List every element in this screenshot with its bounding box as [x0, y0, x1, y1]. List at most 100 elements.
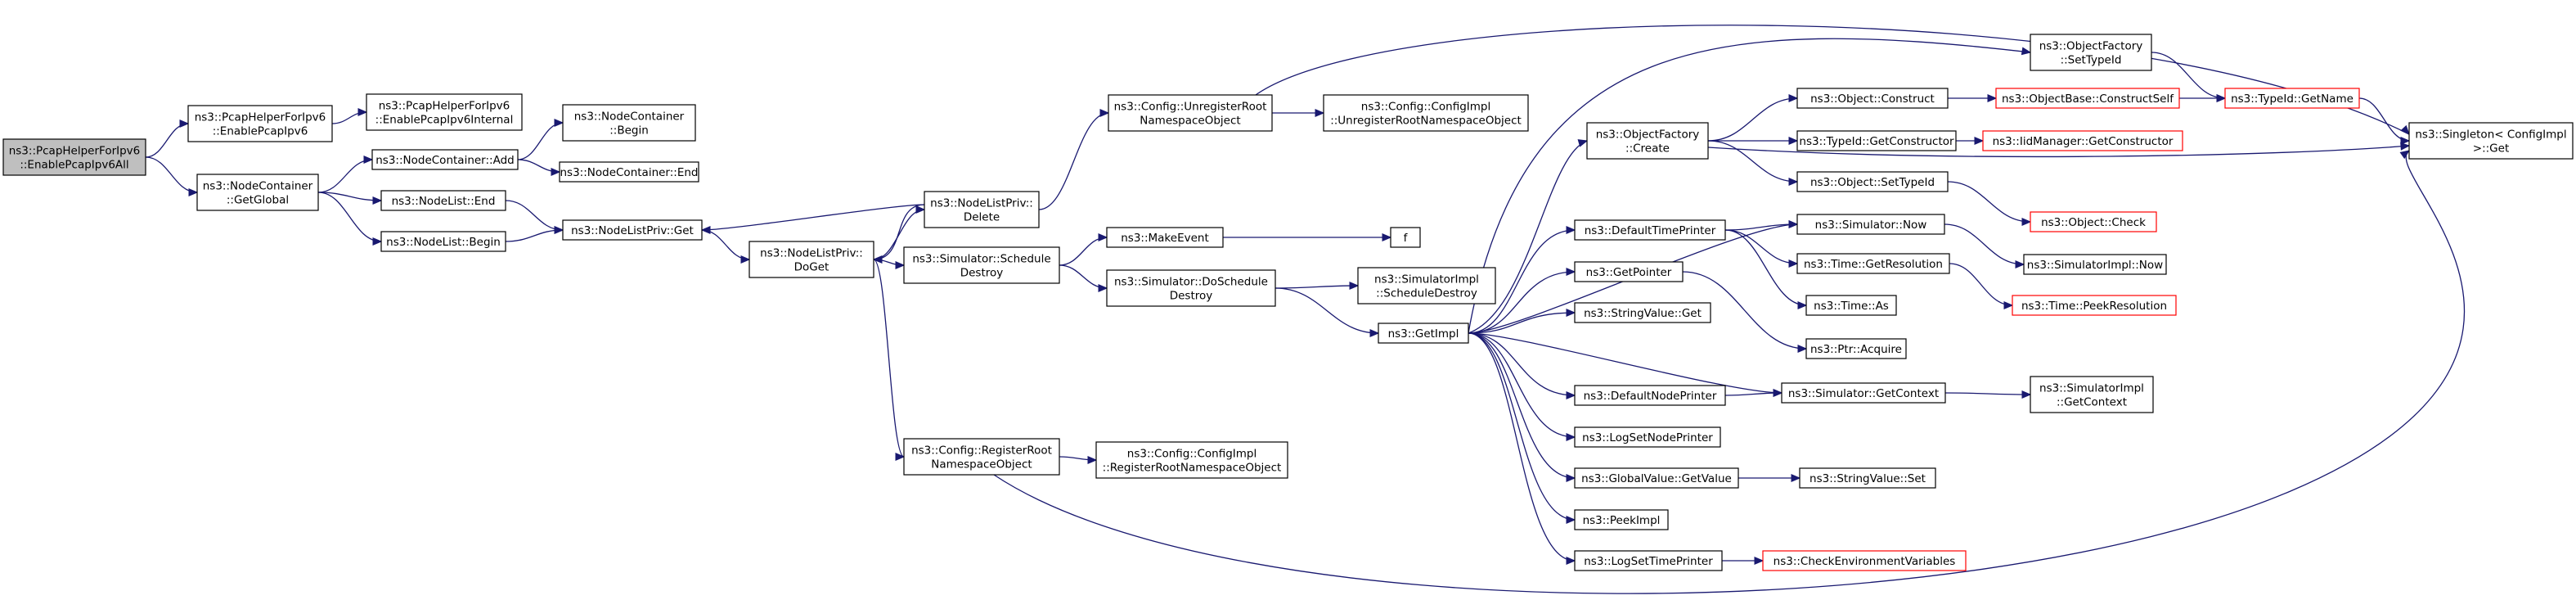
graph-node-n9[interactable]: ns3::NodeListPriv::Get — [562, 219, 703, 241]
graph-node-n32[interactable]: ns3::Object::Construct — [1796, 88, 1949, 109]
graph-nodes: ns3::PcapHelperForIpv6::EnablePcapIpv6Al… — [2, 34, 2574, 571]
node-box — [1574, 550, 1723, 571]
graph-node-n38[interactable]: ns3::Ptr::Acquire — [1805, 338, 1907, 359]
graph-node-n10[interactable]: ns3::NodeListPriv::DoGet — [749, 241, 874, 278]
edge-n21-to-n30 — [1468, 332, 1576, 565]
graph-node-n23[interactable]: ns3::DefaultTimePrinter — [1574, 219, 1726, 241]
node-box — [1095, 441, 1288, 479]
edge-n35-to-n45 — [1944, 223, 2025, 268]
graph-node-n49[interactable]: ns3::Singleton< ConfigImpl >::Get — [2408, 122, 2574, 160]
graph-node-n30[interactable]: ns3::LogSetTimePrinter — [1574, 550, 1723, 571]
node-label: ns3::NodeContainer::End — [560, 166, 699, 179]
node-box — [1574, 509, 1669, 530]
graph-node-n45[interactable]: ns3::SimulatorImpl::Now — [2023, 254, 2167, 275]
graph-node-n27[interactable]: ns3::LogSetNodePrinter — [1574, 426, 1721, 448]
node-label: ::GetContext — [2057, 396, 2127, 409]
graph-node-n14[interactable]: ns3::Config::ConfigImpl::RegisterRootNam… — [1095, 441, 1288, 479]
edge-n39-to-n47 — [1944, 390, 2032, 399]
graph-node-n47[interactable]: ns3::SimulatorImpl::GetContext — [2030, 376, 2154, 413]
graph-node-n15[interactable]: ns3::Config::UnregisterRootNamespaceObje… — [1108, 94, 1273, 132]
edge-n23-to-n36 — [1724, 229, 1799, 268]
edge-n0-to-n3 — [145, 156, 199, 196]
graph-node-n7[interactable]: ns3::NodeList::End — [380, 190, 506, 211]
graph-node-n44[interactable]: ns3::Object::Check — [2030, 211, 2157, 232]
graph-node-n37[interactable]: ns3::Time::As — [1805, 295, 1897, 316]
node-label: >::Get — [2473, 142, 2509, 156]
node-label: ns3::ObjectBase::ConstructSelf — [2002, 92, 2174, 106]
node-label: ns3::StringValue::Get — [1584, 307, 1702, 320]
node-label: ns3::NodeContainer — [574, 111, 685, 124]
edge-n22-to-n32 — [1707, 94, 1799, 142]
node-label: ::ScheduleDestroy — [1376, 287, 1477, 300]
graph-node-n2[interactable]: ns3::PcapHelperForIpv6::EnablePcapIpv6In… — [366, 93, 523, 131]
node-label: ns3::MakeEvent — [1121, 232, 1209, 245]
graph-node-n25[interactable]: ns3::StringValue::Get — [1574, 302, 1711, 323]
edge-n22-to-n34 — [1707, 140, 1799, 186]
graph-node-n16[interactable]: ns3::Config::ConfigImpl::UnregisterRootN… — [1323, 94, 1529, 132]
node-label: ns3::SimulatorImpl — [2039, 382, 2144, 395]
graph-node-n13[interactable]: ns3::Config::RegisterRootNamespaceObject — [903, 438, 1060, 476]
edge-n11-to-n9 — [700, 204, 925, 234]
graph-node-n20[interactable]: ns3::SimulatorImpl::ScheduleDestroy — [1357, 267, 1496, 304]
edge-n0-to-n1 — [145, 120, 190, 158]
graph-node-n26[interactable]: ns3::DefaultNodePrinter — [1574, 385, 1726, 406]
graph-node-n40[interactable]: ns3::StringValue::Set — [1799, 467, 1936, 489]
node-label: ns3::Object::SetTypeId — [1810, 176, 1935, 189]
graph-node-n43[interactable]: ns3::IidManager::GetConstructor — [1982, 130, 2183, 151]
graph-node-n33[interactable]: ns3::TypeId::GetConstructor — [1796, 130, 1957, 151]
node-label: ns3::SimulatorImpl::Now — [2027, 259, 2163, 272]
graph-node-n31[interactable]: ns3::ObjectFactory::SetTypeId — [2030, 34, 2152, 71]
graph-node-n36[interactable]: ns3::Time::GetResolution — [1796, 253, 1950, 274]
graph-node-n4[interactable]: ns3::NodeContainer::Add — [371, 149, 519, 170]
edge-n21-to-n29 — [1468, 332, 1576, 524]
graph-node-n42[interactable]: ns3::ObjectBase::ConstructSelf — [1995, 88, 2180, 109]
graph-node-n34[interactable]: ns3::Object::SetTypeId — [1796, 171, 1949, 192]
node-label: ns3::LogSetNodePrinter — [1582, 431, 1713, 444]
node-label: ns3::StringValue::Set — [1809, 472, 1926, 485]
node-label: ::EnablePcapIpv6Internal — [375, 114, 514, 127]
graph-node-n18[interactable]: f — [1390, 227, 1421, 248]
edge-n28-to-n40 — [1738, 474, 1801, 482]
node-box — [1781, 382, 1946, 404]
graph-node-n41[interactable]: ns3::CheckEnvironmentVariables — [1762, 550, 1967, 571]
node-label: ns3::Time::PeekResolution — [2021, 300, 2167, 313]
node-label: ns3::Config::ConfigImpl — [1127, 448, 1257, 461]
graph-node-n17[interactable]: ns3::MakeEvent — [1106, 227, 1224, 248]
edge-n21-to-n26 — [1468, 332, 1576, 399]
graph-node-n5[interactable]: ns3::NodeContainer::Begin — [562, 104, 696, 142]
node-label: ns3::Config::RegisterRoot — [911, 444, 1052, 458]
graph-node-n21[interactable]: ns3::GetImpl — [1378, 323, 1469, 344]
node-label: ns3::GetPointer — [1586, 266, 1672, 279]
graph-node-n1[interactable]: ns3::PcapHelperForIpv6::EnablePcapIpv6 — [187, 105, 333, 142]
graph-node-n22[interactable]: ns3::ObjectFactory::Create — [1586, 122, 1709, 160]
node-label: ns3::NodeListPriv:: — [760, 247, 863, 260]
edge-n3-to-n4 — [317, 156, 374, 193]
node-label: NamespaceObject — [931, 458, 1032, 471]
graph-node-n39[interactable]: ns3::Simulator::GetContext — [1781, 382, 1946, 404]
graph-node-n8[interactable]: ns3::NodeList::Begin — [380, 231, 506, 252]
node-box — [1574, 467, 1739, 489]
node-box — [562, 219, 703, 241]
node-box — [2, 138, 146, 176]
graph-node-n12[interactable]: ns3::Simulator::ScheduleDestroy — [903, 246, 1060, 284]
node-box — [562, 104, 696, 142]
graph-node-n29[interactable]: ns3::PeekImpl — [1574, 509, 1669, 530]
graph-node-n48[interactable]: ns3::TypeId::GetName — [2224, 88, 2360, 109]
graph-node-n28[interactable]: ns3::GlobalValue::GetValue — [1574, 467, 1739, 489]
node-label: Destroy — [960, 267, 1004, 280]
node-box — [2030, 376, 2154, 413]
node-label: ns3::Config::ConfigImpl — [1361, 101, 1490, 114]
graph-node-n24[interactable]: ns3::GetPointer — [1574, 261, 1684, 282]
graph-node-n35[interactable]: ns3::Simulator::Now — [1796, 214, 1945, 235]
node-label: ns3::TypeId::GetConstructor — [1799, 135, 1954, 148]
edge-n36-to-n46 — [1949, 263, 2014, 309]
graph-node-n6[interactable]: ns3::NodeContainer::End — [559, 161, 699, 183]
graph-node-n3[interactable]: ns3::NodeContainer::GetGlobal — [196, 174, 319, 211]
node-label: ns3::Simulator::Schedule — [912, 253, 1050, 266]
graph-node-n46[interactable]: ns3::Time::PeekResolution — [2012, 295, 2177, 316]
graph-node-n11[interactable]: ns3::NodeListPriv::Delete — [924, 191, 1040, 228]
node-box — [1805, 295, 1897, 316]
node-label: ns3::DefaultTimePrinter — [1585, 224, 1716, 237]
node-box — [1805, 338, 1907, 359]
